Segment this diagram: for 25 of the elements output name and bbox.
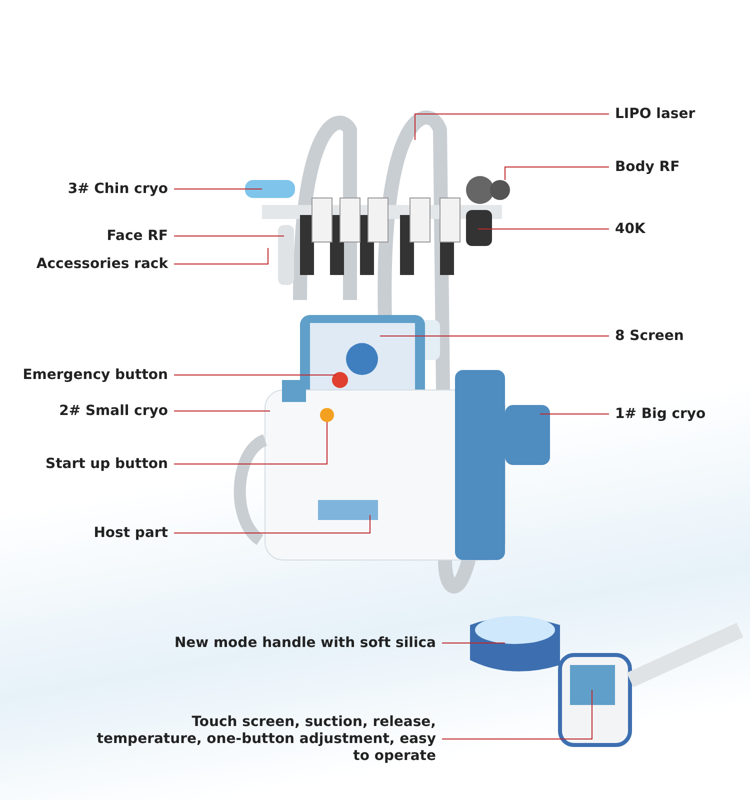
callout-label: Start up button <box>45 456 168 473</box>
callout-label: Host part <box>94 525 168 542</box>
callout-label: Face RF <box>106 228 168 245</box>
callout-label: Emergency button <box>22 367 168 384</box>
callout-label: 40K <box>615 221 646 238</box>
leader-line <box>174 514 370 534</box>
callout-label: 1# Big cryo <box>615 406 706 423</box>
callout-label: New mode handle with soft silica <box>174 635 436 652</box>
leader-line <box>174 374 336 376</box>
callout-label: 8 Screen <box>615 328 684 345</box>
leader-line <box>442 690 592 740</box>
callout-label: Accessories rack <box>36 256 168 273</box>
leader-line <box>442 642 506 644</box>
leader-line <box>174 422 328 464</box>
callout-label: 2# Small cryo <box>59 403 168 420</box>
leader-line <box>504 166 610 180</box>
callout-label: Touch screen, suction, release, temperature, one-button adjustment, easy to operate <box>96 714 436 765</box>
leader-line <box>174 248 268 264</box>
leader-line <box>174 410 270 412</box>
leader-line <box>414 114 610 140</box>
callout-label: 3# Chin cryo <box>68 181 168 198</box>
callout-label: LIPO laser <box>615 106 696 123</box>
leader-line <box>174 188 262 190</box>
callout-label: Body RF <box>615 159 680 176</box>
leader-line <box>478 228 610 230</box>
